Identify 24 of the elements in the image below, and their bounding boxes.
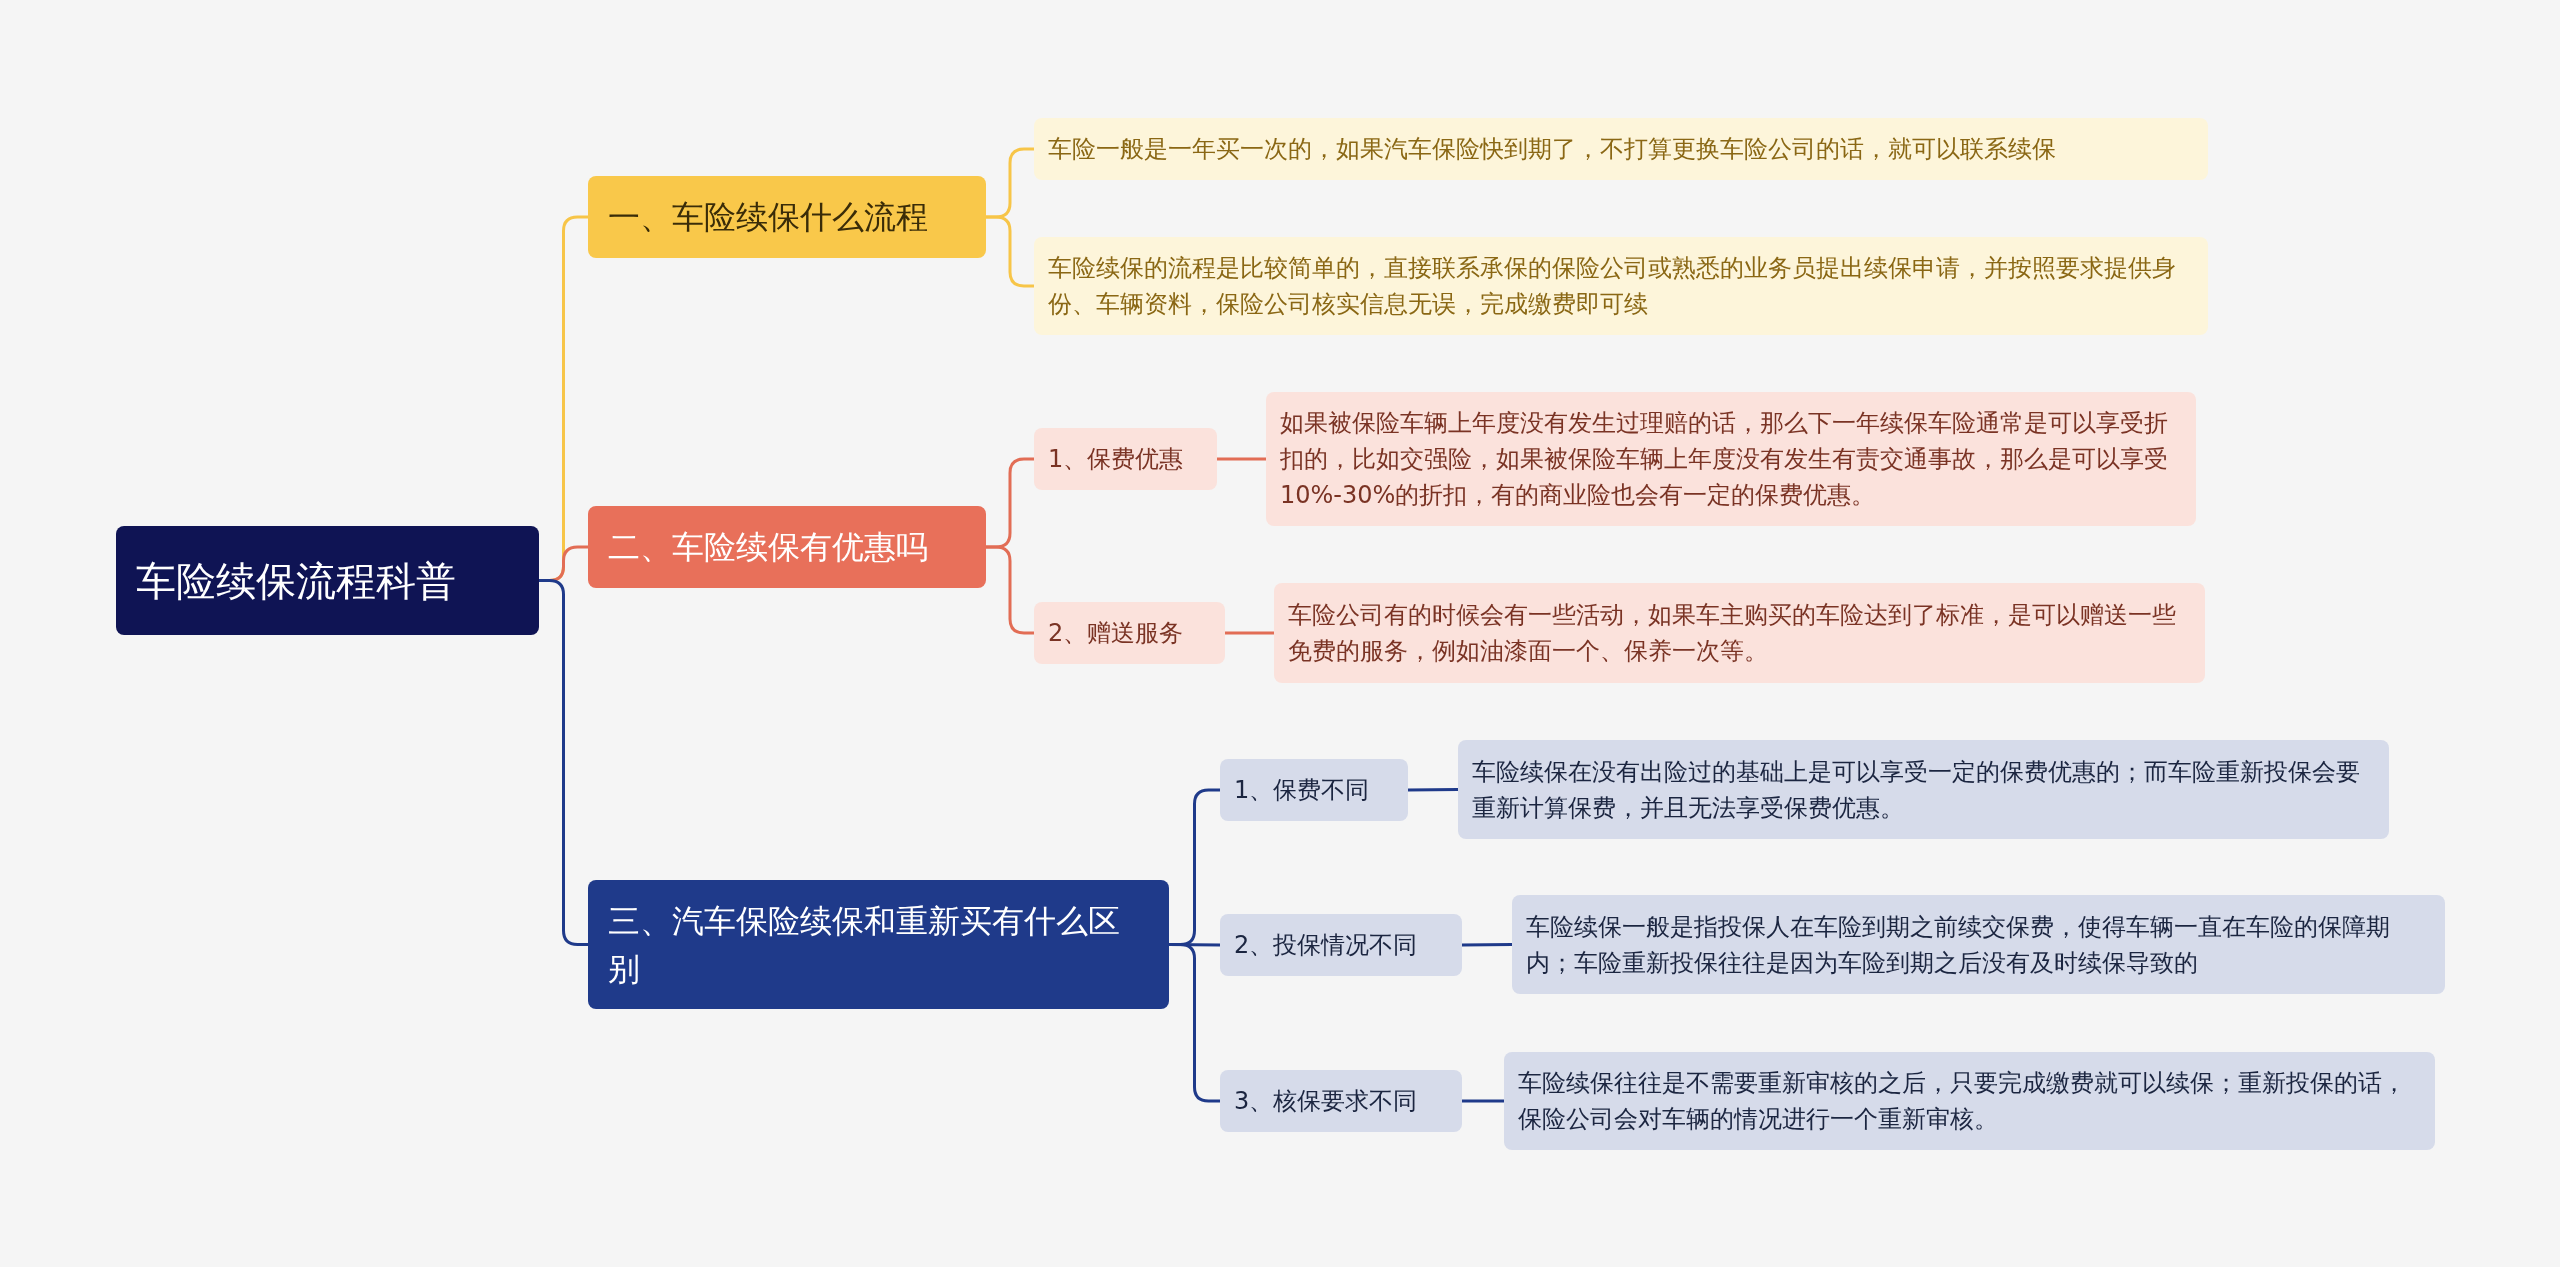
connector-line <box>1217 457 1266 461</box>
connector-line <box>1169 943 1220 1103</box>
connector-line <box>1408 788 1458 792</box>
subtopic-box: 1、保费优惠 <box>1034 428 1217 490</box>
subtopic-box: 3、核保要求不同 <box>1220 1070 1462 1132</box>
text-card: 如果被保险车辆上年度没有发生过理赔的话，那么下一年续保车险通常是可以享受折扣的，比如交强险，如果被保险车辆上年度没有发生有责交通事故，那么是可以享受10%-30%的折扣，有的商业险也会有一定的保费优惠。 <box>1266 392 2196 526</box>
subtopic-box: 2、赠送服务 <box>1034 602 1225 664</box>
text-card: 车险续保在没有出险过的基础上是可以享受一定的保费优惠的；而车险重新投保会要重新计算保费，并且无法享受保费优惠。 <box>1458 740 2389 839</box>
topic-box: 二、车险续保有优惠吗 <box>588 506 986 588</box>
subtopic-box: 2、投保情况不同 <box>1220 914 1462 976</box>
root-topic-box: 车险续保流程科普 <box>116 526 539 635</box>
text-card: 车险一般是一年买一次的，如果汽车保险快到期了，不打算更换车险公司的话，就可以联系续保 <box>1034 118 2208 180</box>
text-card: 车险公司有的时候会有一些活动，如果车主购买的车险达到了标准，是可以赠送一些免费的服务，例如油漆面一个、保养一次等。 <box>1274 583 2205 683</box>
subtopic-box: 1、保费不同 <box>1220 759 1408 821</box>
connector-line <box>986 545 1034 635</box>
text-card: 车险续保往往是不需要重新审核的之后，只要完成缴费就可以续保；重新投保的话，保险公司会对车辆的情况进行一个重新审核。 <box>1504 1052 2435 1150</box>
topic-box: 三、汽车保险续保和重新买有什么区别 <box>588 880 1169 1009</box>
connector-line <box>539 579 588 946</box>
connector-line <box>1462 1099 1504 1103</box>
text-card: 车险续保一般是指投保人在车险到期之前续交保费，使得车辆一直在车险的保障期内；车险重新投保往往是因为车险到期之后没有及时续保导致的 <box>1512 895 2445 994</box>
connector-line <box>1462 943 1512 947</box>
text-card: 车险续保的流程是比较简单的，直接联系承保的保险公司或熟悉的业务员提出续保申请，并按照要求提供身份、车辆资料，保险公司核实信息无误，完成缴费即可续 <box>1034 237 2208 335</box>
topic-box: 一、车险续保什么流程 <box>588 176 986 258</box>
connector-line <box>1225 631 1274 635</box>
